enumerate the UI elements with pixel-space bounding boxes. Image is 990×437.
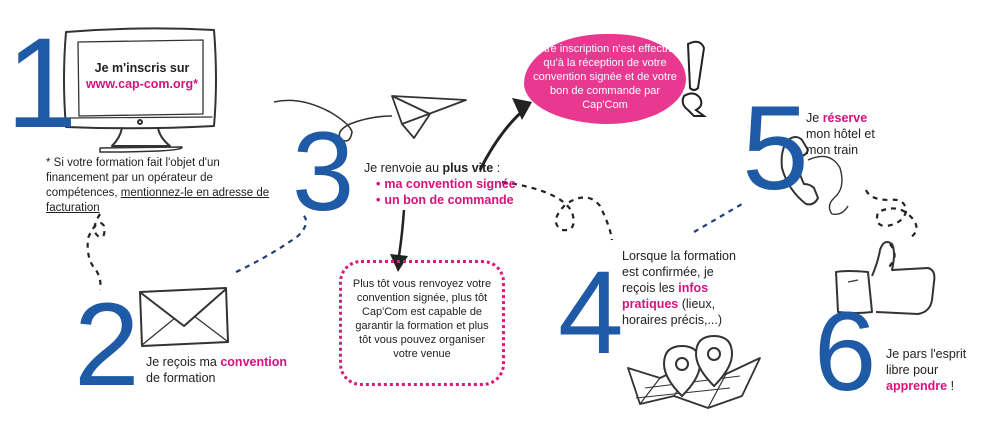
step4-text: Lorsque la formation est confirmée, je r… [622,248,762,328]
bubble-text: Votre inscription n'est effective qu'à l… [530,43,680,111]
arrow-to-note [396,209,406,263]
note-text: Plus tôt vous renvoyez votre convention … [352,278,492,360]
step4-line-3: reçois les [622,281,679,295]
step-number-3: 3 [292,109,355,234]
step3-text-before: Je renvoie au [364,161,443,175]
step5-line-3: mon train [806,143,859,157]
thumbs-up-icon [835,241,936,315]
screen-line-1: Je m'inscris sur [94,61,190,75]
step3-list: •ma convention signée •un bon de command… [376,176,516,208]
step4-line-1: Lorsque la formation [622,249,736,263]
step3-text-after: : [493,161,501,175]
arrow-head-down [390,254,408,272]
step5-text-before: Je [806,111,823,125]
monitor-icon [63,27,217,153]
step2-text: Je reçois ma convention de formation [146,354,306,386]
exclamation-icon [681,40,707,117]
pink-bubble: Votre inscription n'est effective qu'à l… [524,34,686,124]
step-number-1: 1 [6,12,78,155]
step-number-6: 6 [814,289,877,414]
telephone-icon [780,136,849,216]
step4-line-4: (lieux, [678,297,716,311]
plane-trail [273,99,393,142]
step2-text-before: Je reçois ma [146,355,221,369]
step-number-2: 2 [74,279,140,411]
step-number-4: 4 [558,247,624,379]
step4-line-5: horaires précis,...) [622,313,723,327]
step3-text: Je renvoie au plus vite : [364,160,544,176]
location-pin-icon [662,334,734,398]
step4-line-2: est confirmée, je [622,265,714,279]
step3-bold: plus vite [442,161,494,175]
arrow-head [512,98,532,120]
footnote: * Si votre formation fait l'objet d'un f… [46,156,284,216]
step6-line-2: libre pour [886,363,939,377]
footnote-text: * Si votre formation fait l'objet d'un f… [46,157,220,199]
site-link[interactable]: www.cap-com.org [85,77,194,91]
step6-highlight: apprendre [886,379,948,393]
step-number-5: 5 [742,81,809,215]
step4-highlight-2: pratiques [622,297,679,311]
footnote-underlined: mentionnez-le en adresse de facturation [46,187,270,214]
step2-text-after: de formation [146,371,216,385]
step3-item: •ma convention signée [376,177,516,191]
step6-line-1: Je pars l'esprit [886,347,967,361]
step6-text: Je pars l'esprit libre pour apprendre ! [886,346,986,394]
step5-text: Je réserve mon hôtel et mon train [806,110,916,158]
monitor-screen-text: Je m'inscris sur www.cap-com.org* [84,60,200,92]
step2-highlight: convention [220,355,288,369]
step4-highlight-1: infos [678,281,709,295]
paper-plane-icon [391,95,467,139]
dotted-note: Plus tôt vous renvoyez votre convention … [339,260,505,386]
footnote-star: * [193,77,199,91]
step6-after: ! [947,379,955,393]
step5-line-2: mon hôtel et [806,127,875,141]
step5-highlight: réserve [822,111,868,125]
step3-item-text: ma convention signée [384,177,516,191]
step3-item-text: un bon de commande [384,193,514,207]
step3-item: •un bon de commande [376,193,514,207]
envelope-icon [139,287,229,347]
